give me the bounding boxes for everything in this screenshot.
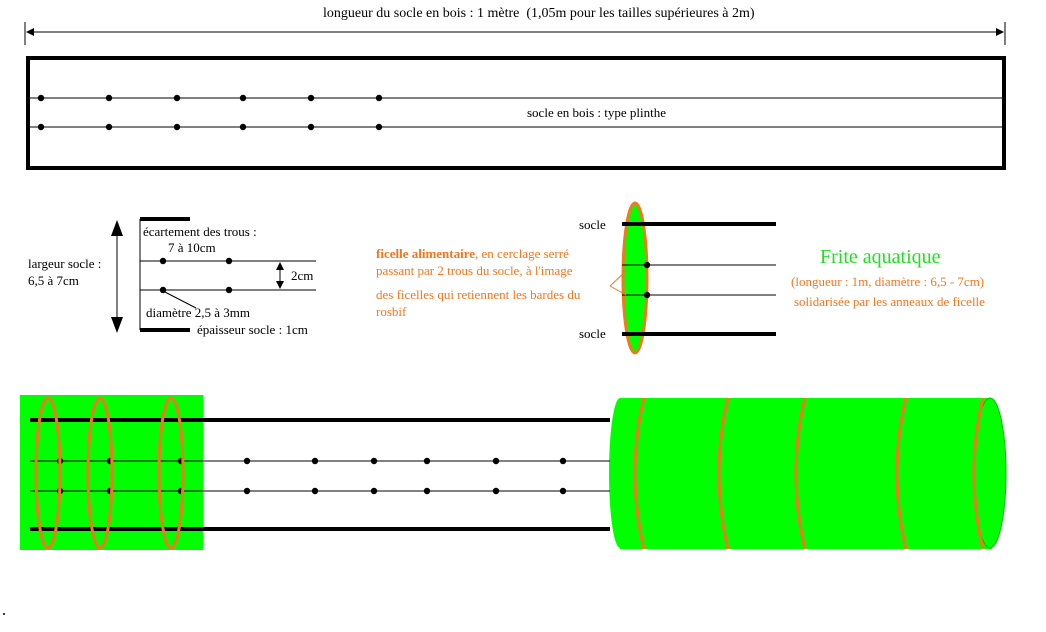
string-note-line4: rosbif bbox=[376, 304, 407, 319]
cross-section-bottom-label: socle bbox=[579, 326, 606, 341]
width-label-line2: 6,5 à 7cm bbox=[28, 273, 79, 288]
board-holes bbox=[37, 94, 383, 131]
gap-label: 2cm bbox=[291, 268, 314, 283]
frite-note: solidarisée par les anneaux de ficelle bbox=[794, 294, 985, 309]
length-dimension bbox=[24, 22, 1006, 45]
spacing-label-line1: écartement des trous : bbox=[143, 224, 257, 239]
width-label-line1: largeur socle : bbox=[28, 256, 102, 271]
foam-right bbox=[609, 397, 1007, 549]
string-rings-left bbox=[34, 396, 185, 550]
width-dimension-arrow bbox=[111, 220, 123, 333]
wooden-board-top-view bbox=[26, 56, 1006, 170]
thickness-label: épaisseur socle : 1cm bbox=[197, 322, 308, 337]
string-note-line3: des ficelles qui retiennent les bardes d… bbox=[376, 287, 581, 302]
diameter-label: diamètre 2,5 à 3mm bbox=[146, 305, 250, 320]
board-label: socle en bois : type plinthe bbox=[527, 105, 667, 120]
length-label: longueur du socle en bois : 1 mètre (1,0… bbox=[323, 6, 755, 21]
string-note-line1: ficelle alimentaire, en cerclage serré bbox=[376, 246, 569, 261]
string-rings-right bbox=[633, 397, 985, 550]
board-section-detail bbox=[139, 217, 316, 332]
cross-section-detail bbox=[609, 201, 776, 355]
assembly-bottom-view bbox=[20, 395, 1007, 550]
frite-title: Frite aquatique bbox=[820, 246, 941, 268]
gap-dimension-arrow bbox=[276, 262, 284, 289]
frite-dimensions: (longueur : 1m, diamètre : 6,5 - 7cm) bbox=[791, 274, 985, 289]
spacing-label-line2: 7 à 10cm bbox=[168, 240, 216, 255]
cross-section-top-label: socle bbox=[579, 217, 606, 232]
string-note-line2: passant par 2 trous du socle, à l'image bbox=[376, 263, 573, 278]
